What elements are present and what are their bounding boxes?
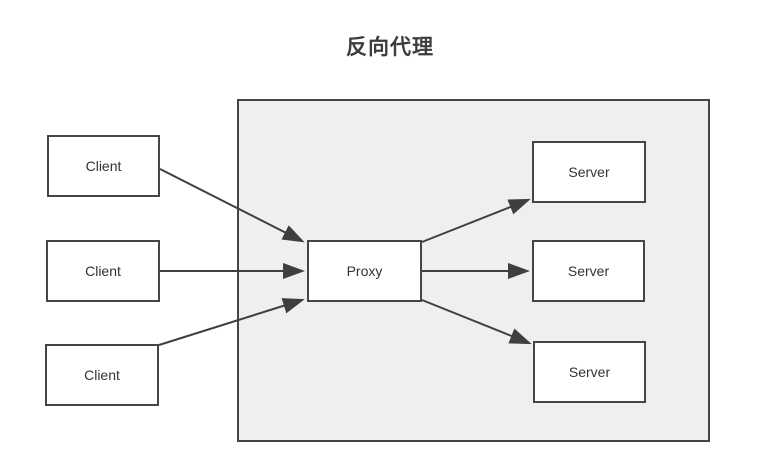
client-node-1: Client (47, 135, 160, 197)
client-node-3: Client (45, 344, 159, 406)
client-node-1-label: Client (85, 158, 122, 174)
server-node-2: Server (532, 240, 645, 302)
diagram-title: 反向代理 (346, 36, 434, 59)
server-node-1-label: Server (568, 164, 610, 180)
proxy-node: Proxy (307, 240, 422, 302)
client-node-3-label: Client (84, 367, 120, 383)
server-node-1: Server (532, 141, 646, 203)
client-node-2: Client (46, 240, 160, 302)
server-node-2-label: Server (567, 263, 610, 279)
server-node-3: Server (533, 341, 646, 403)
server-node-3-label: Server (568, 364, 611, 380)
client-node-2-label: Client (85, 263, 121, 279)
proxy-node-label: Proxy (346, 263, 383, 279)
